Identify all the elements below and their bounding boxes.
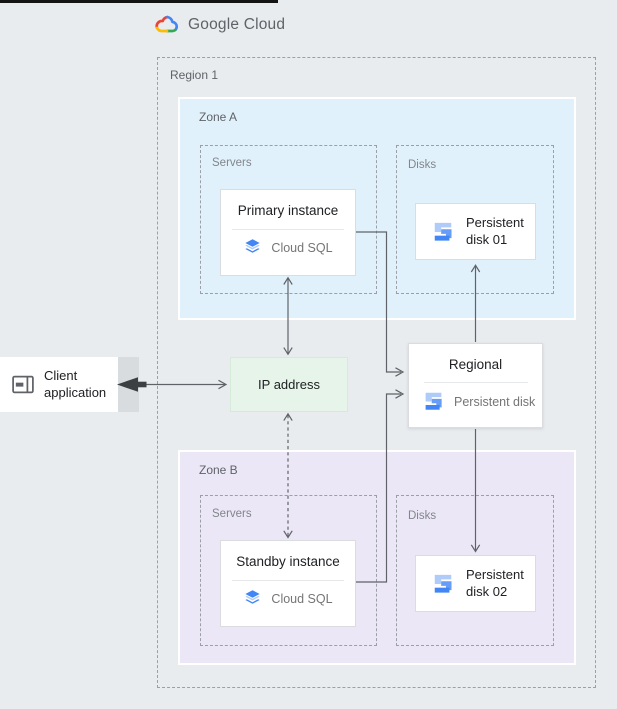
region-label: Region 1 (170, 68, 219, 82)
disk-02-line1: Persistent (466, 566, 524, 582)
regional-disk-box: Regional Persistent disk (408, 343, 543, 428)
client-edge-shade (118, 357, 139, 412)
zone-a-disks-label: Disks (408, 159, 437, 171)
primary-product-label: Cloud SQL (271, 240, 333, 255)
client-app-icon (12, 375, 34, 394)
divider (232, 580, 344, 581)
google-cloud-logo: Google Cloud (153, 14, 285, 35)
client-application-box: Client application (0, 357, 118, 412)
primary-product-row: Cloud SQL (243, 238, 333, 257)
disk-01-line2: disk 01 (466, 231, 508, 247)
standby-instance-title: Standby instance (236, 554, 340, 569)
persistent-disk-icon (425, 392, 442, 410)
divider (232, 229, 344, 230)
standby-product-row: Cloud SQL (243, 589, 333, 608)
persistent-disk-01-label: Persistent disk 01 (466, 215, 524, 249)
client-line2: application (44, 384, 107, 400)
google-cloud-logo-icon (155, 15, 179, 33)
persistent-disk-icon (434, 222, 452, 241)
disk-02-line2: disk 02 (466, 583, 508, 599)
regional-title: Regional (448, 357, 503, 372)
zone-b-label: Zone B (199, 463, 238, 477)
ip-address-label: IP address (258, 377, 320, 392)
zone-b-servers-label: Servers (212, 508, 252, 520)
primary-instance-title: Primary instance (237, 203, 339, 218)
top-black-bar (0, 0, 278, 3)
zone-b-disks-label: Disks (408, 510, 437, 522)
region-container (157, 57, 596, 688)
standby-product-label: Cloud SQL (271, 591, 333, 606)
ip-address-box: IP address (230, 357, 348, 412)
persistent-disk-icon (434, 574, 452, 593)
persistent-disk-02-label: Persistent disk 02 (466, 567, 524, 601)
client-application-label: Client application (44, 368, 106, 402)
zone-a-label: Zone A (199, 110, 238, 124)
disk-01-line1: Persistent (466, 214, 524, 230)
cloud-sql-icon (245, 590, 261, 604)
client-line1: Client (44, 367, 78, 383)
primary-instance-box: Primary instance Cloud SQL (220, 189, 356, 276)
zone-a-servers-label: Servers (212, 157, 252, 169)
persistent-disk-01-box: Persistent disk 01 (415, 203, 536, 260)
cloud-sql-icon (245, 239, 261, 253)
divider (423, 382, 528, 383)
standby-instance-box: Standby instance Cloud SQL (220, 540, 356, 627)
regional-product-row: Persistent disk (423, 391, 542, 412)
regional-product-label: Persistent disk (454, 394, 536, 409)
persistent-disk-02-box: Persistent disk 02 (415, 555, 536, 612)
google-cloud-logo-text: Google Cloud (188, 15, 286, 33)
